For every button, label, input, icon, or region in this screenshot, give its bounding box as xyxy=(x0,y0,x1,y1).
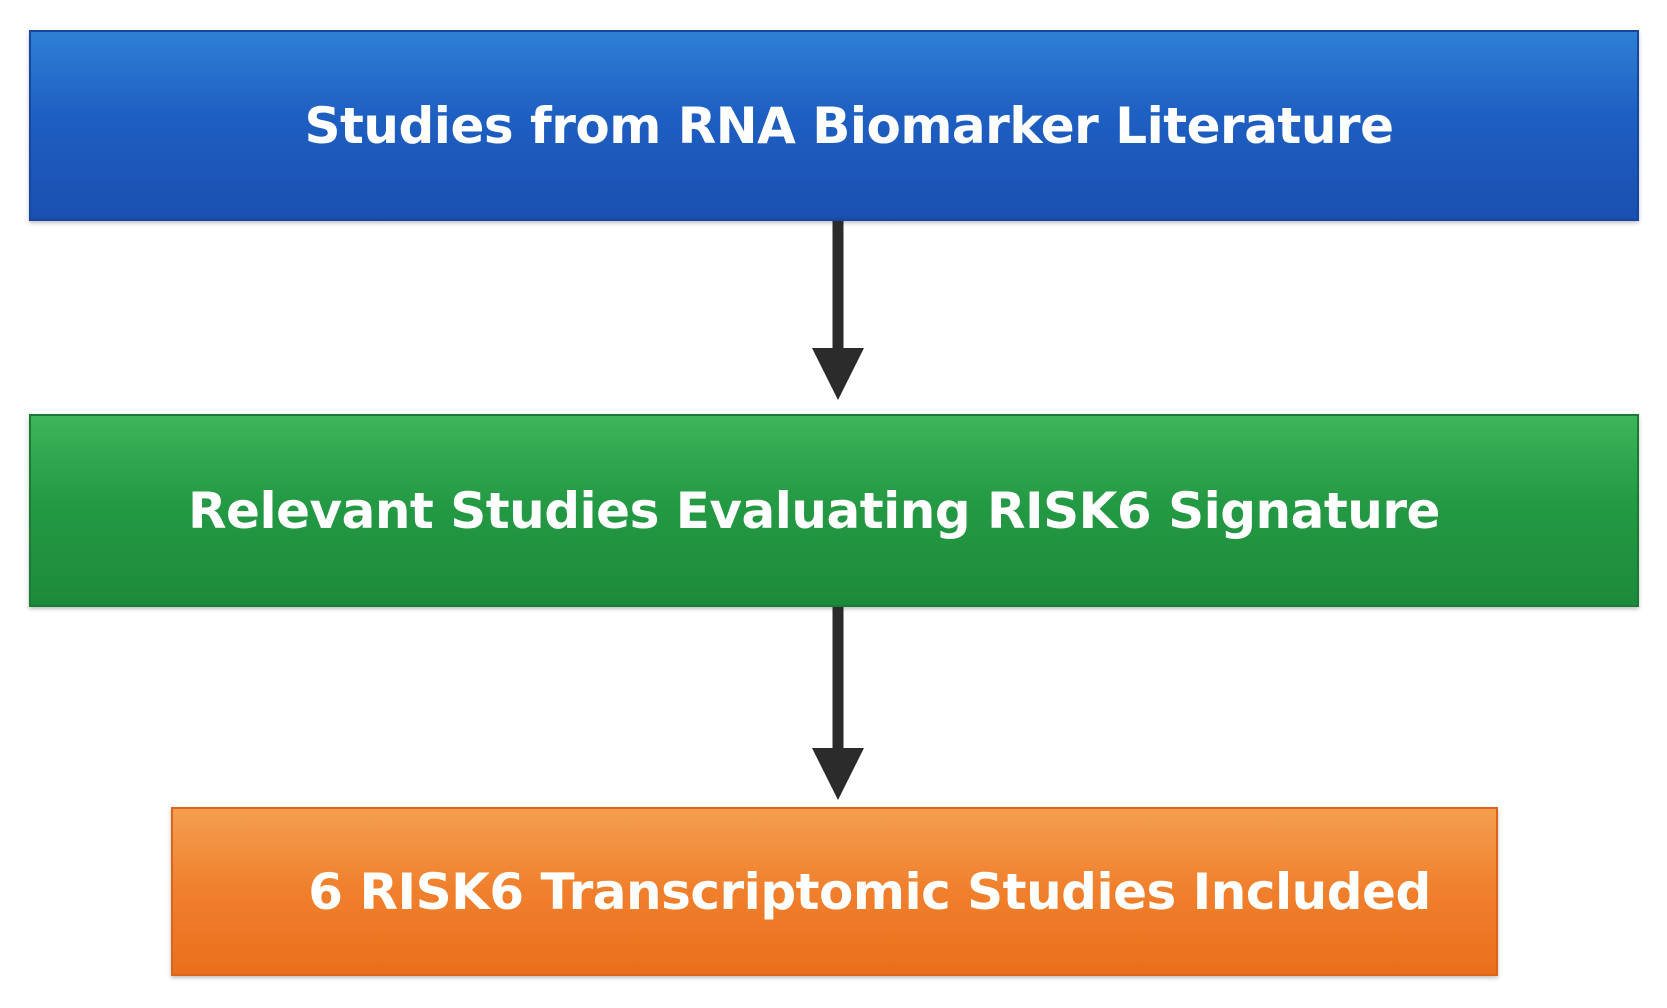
arrow-1 xyxy=(812,221,864,400)
step-included-studies-label: 6 RISK6 Transcriptomic Studies Included xyxy=(308,862,1431,921)
step-included-studies-box: 6 RISK6 Transcriptomic Studies Included xyxy=(171,807,1498,976)
step-literature-box: Studies from RNA Biomarker Literature xyxy=(29,30,1639,221)
arrow-2 xyxy=(812,607,864,800)
step-relevant-studies-label: Relevant Studies Evaluating RISK6 Signat… xyxy=(188,481,1440,540)
arrow-2-head xyxy=(812,748,864,800)
step-relevant-studies-box: Relevant Studies Evaluating RISK6 Signat… xyxy=(29,414,1639,607)
step-literature-label: Studies from RNA Biomarker Literature xyxy=(304,96,1395,155)
arrow-1-head xyxy=(812,348,864,400)
